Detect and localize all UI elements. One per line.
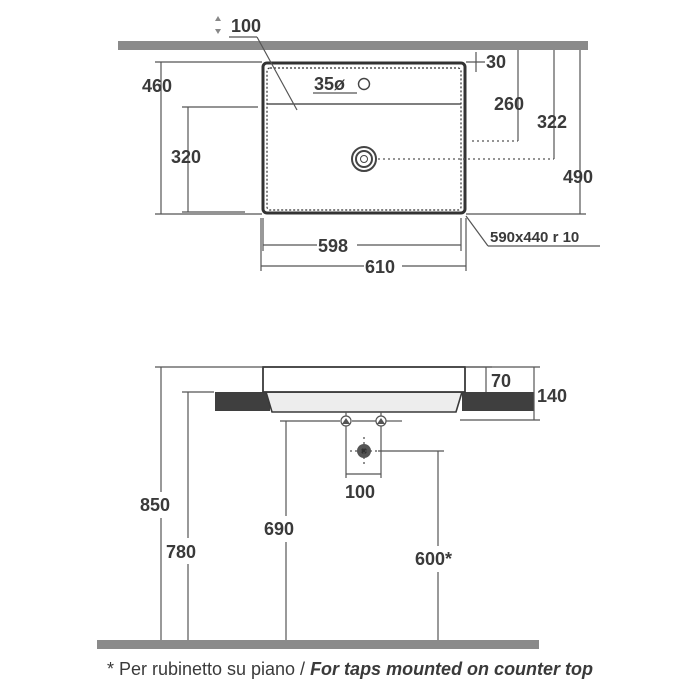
dim-690: 690 — [264, 420, 340, 640]
dim-260: 260 — [472, 50, 524, 142]
tap-hole-label: 35ø — [314, 74, 345, 94]
dim-610: 610 — [260, 218, 467, 277]
basin-upper-rim — [262, 366, 466, 393]
drain-trap-right — [375, 412, 387, 430]
cutout-dim: 590x440 r 10 — [465, 215, 600, 247]
floor-bar — [97, 640, 539, 649]
dim-320-label: 320 — [171, 147, 201, 167]
dim-260-label: 260 — [494, 94, 524, 114]
dim-780-label: 780 — [166, 542, 196, 562]
dim-100-outlet-label: 100 — [345, 482, 375, 502]
dim-600-label: 600* — [415, 549, 452, 569]
dim-600: 600* — [378, 450, 452, 640]
side-view: 850 780 690 — [97, 366, 567, 649]
footnote-english: For taps mounted on counter top — [310, 659, 594, 679]
basin-lower-bowl — [264, 391, 464, 413]
footnote-italian: * Per rubinetto su piano / — [106, 659, 311, 679]
dim-322: 322 — [378, 50, 567, 160]
dim-322-label: 322 — [537, 112, 567, 132]
wall-outlet — [350, 437, 378, 467]
dim-100-outlet: 100 — [345, 430, 382, 502]
dim-70-label: 70 — [491, 371, 511, 391]
dim-140: 140 — [460, 366, 567, 421]
drain-inner — [360, 155, 368, 163]
dim-30: 30 — [466, 52, 506, 72]
drain-trap-left — [340, 412, 352, 430]
dim-610-label: 610 — [365, 257, 395, 277]
dim-690-label: 690 — [264, 519, 294, 539]
basin-inner-dotted — [266, 67, 462, 211]
dim-30-label: 30 — [486, 52, 506, 72]
dim-490: 490 — [466, 50, 593, 215]
dim-598-label: 598 — [318, 236, 348, 256]
counter-right — [462, 392, 534, 411]
cutout-label: 590x440 r 10 — [490, 229, 579, 246]
counter-left — [215, 392, 270, 411]
wall-bar — [118, 41, 588, 50]
footnote: * Per rubinetto su piano / For taps moun… — [0, 659, 700, 680]
top-view: 100 30 460 320 260 — [118, 16, 600, 277]
dim-780: 780 — [166, 392, 196, 640]
dim-460-label: 460 — [142, 76, 172, 96]
dim-850-label: 850 — [140, 495, 170, 515]
dim-100-wall: 100 — [215, 16, 298, 111]
basin-outline — [261, 61, 467, 215]
dim-320: 320 — [171, 106, 258, 213]
dim-100-label: 100 — [231, 16, 261, 36]
dim-598: 598 — [262, 218, 462, 256]
dim-70: 70 — [466, 366, 511, 392]
tap-hole — [357, 77, 371, 91]
dim-460: 460 — [142, 61, 262, 215]
drain-mid — [355, 150, 373, 168]
dim-140-label: 140 — [537, 386, 567, 406]
dim-850: 850 — [140, 367, 170, 640]
tap-hole-dim: 35ø — [313, 74, 357, 94]
drain-outer — [351, 146, 377, 172]
dim-490-label: 490 — [563, 167, 593, 187]
